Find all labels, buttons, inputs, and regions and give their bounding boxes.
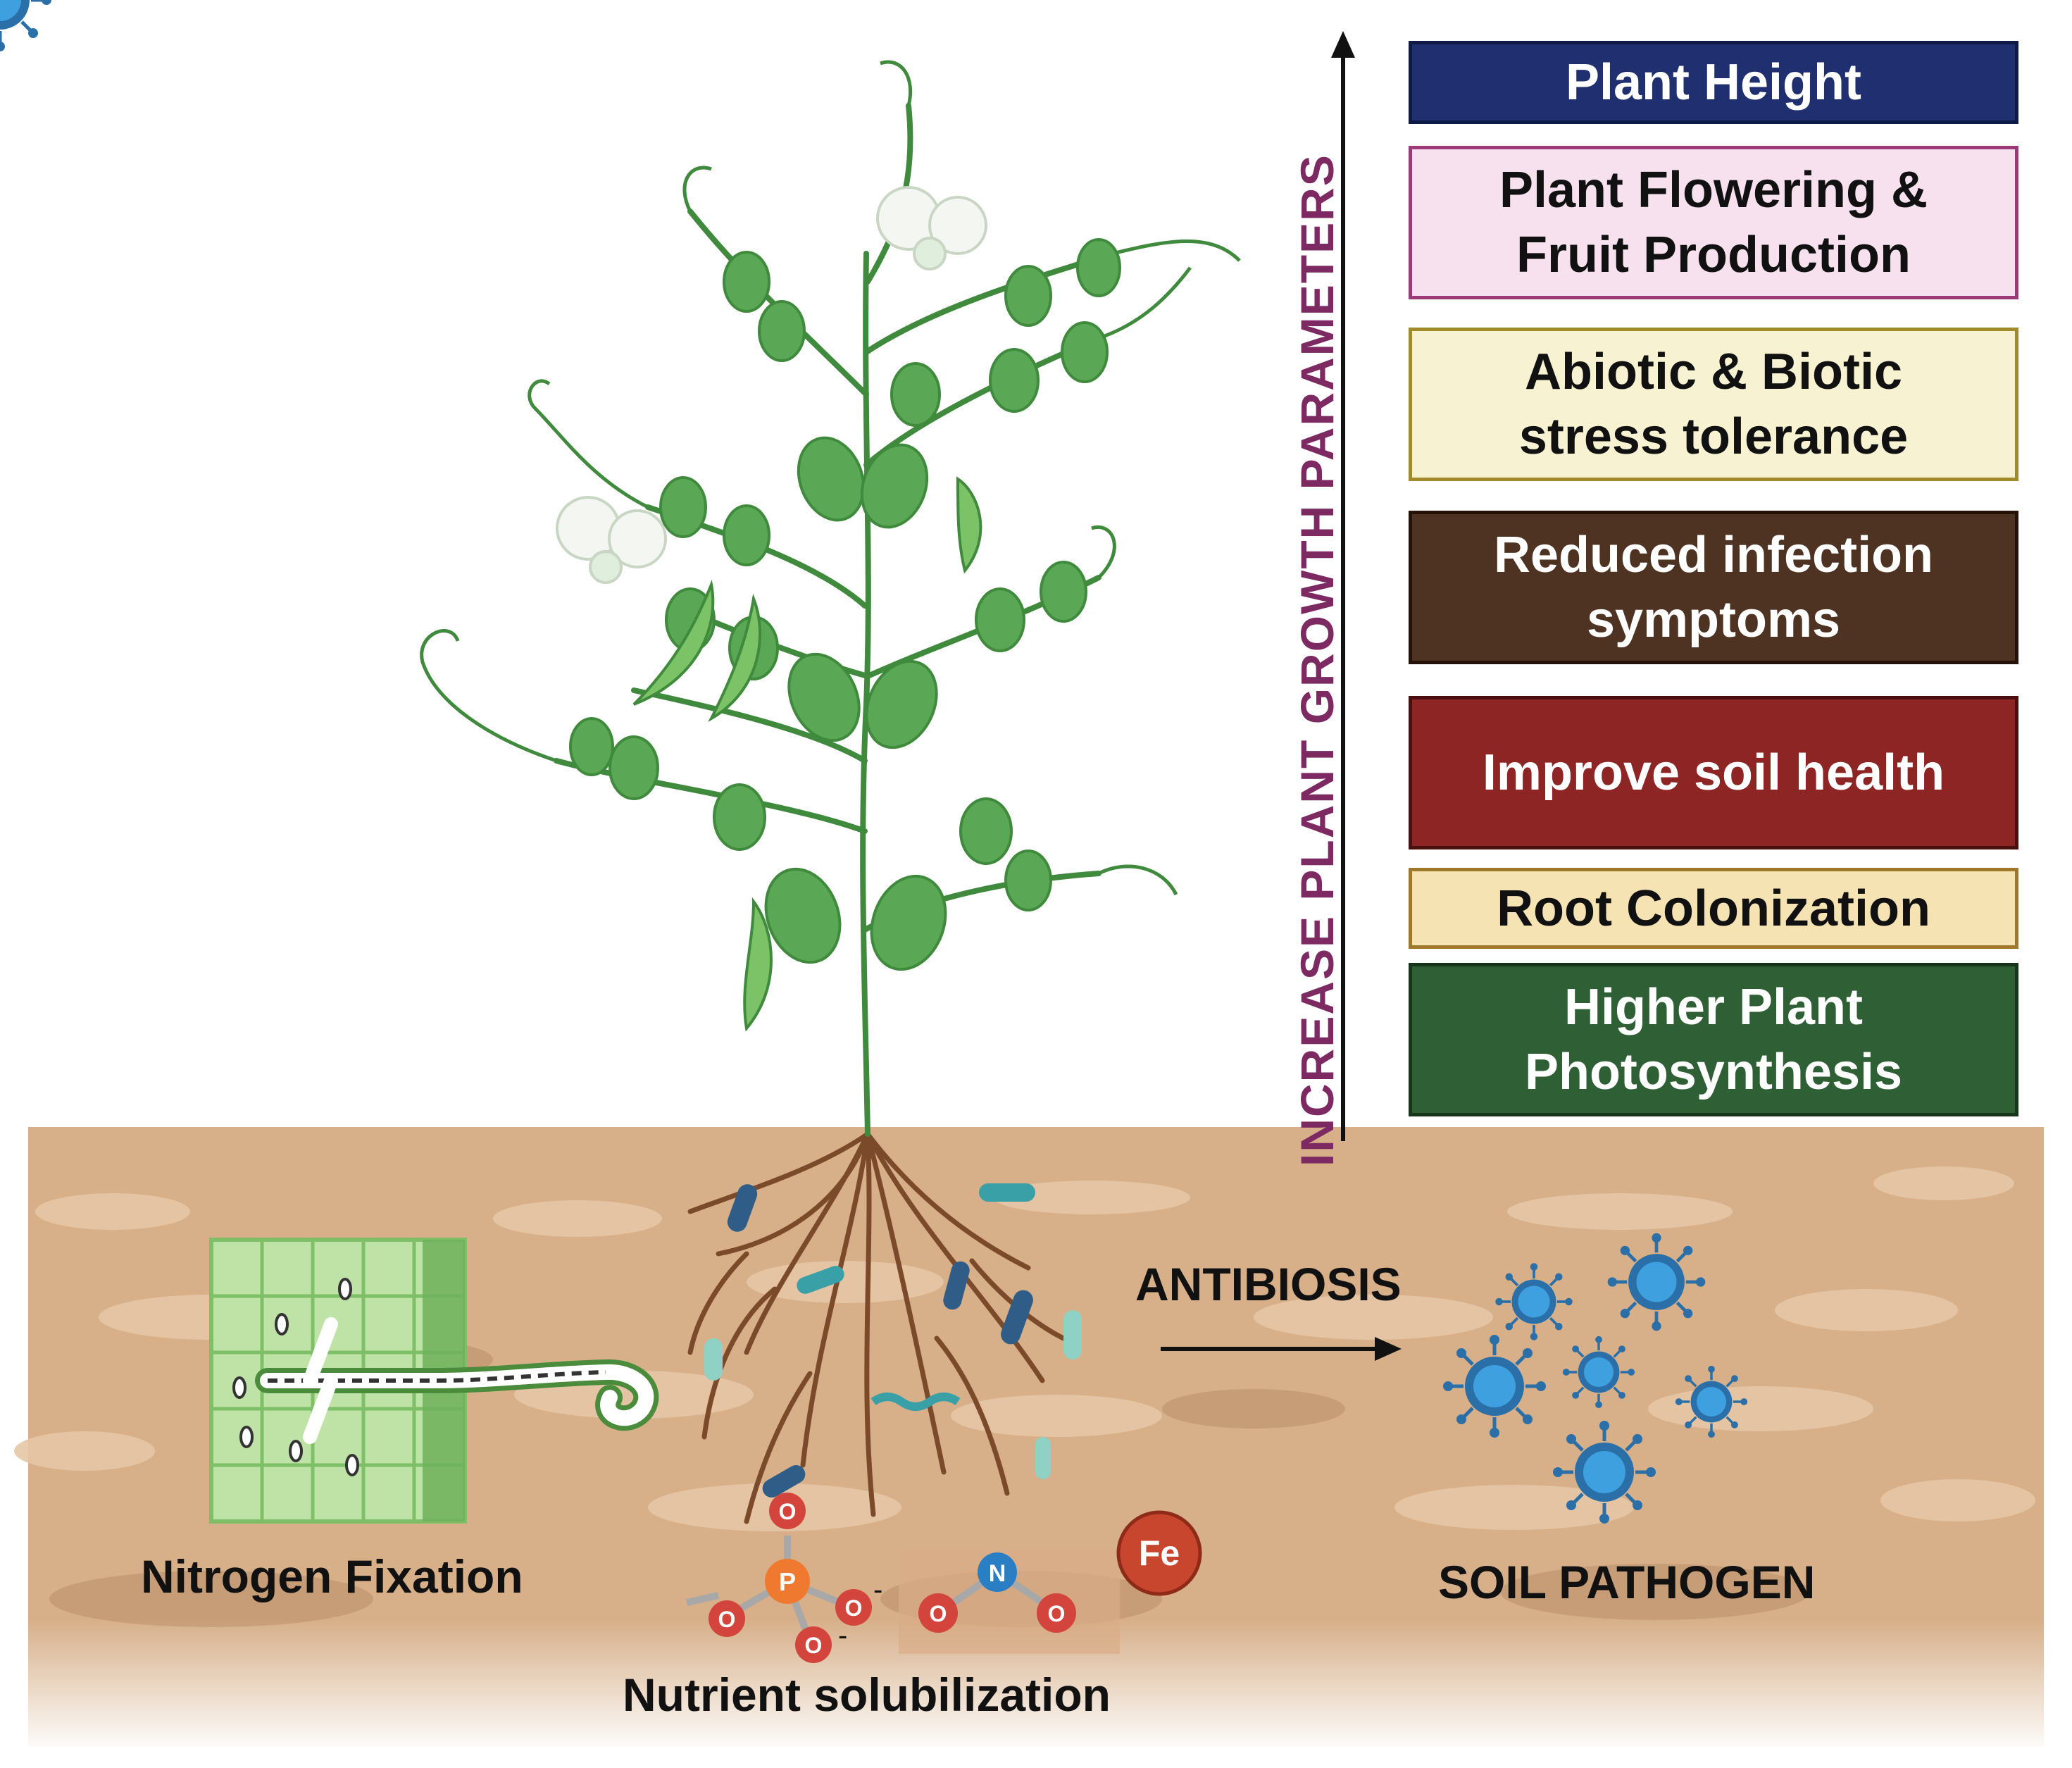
oxygen-symbol: O [805, 1633, 823, 1658]
tendrils [420, 60, 1241, 896]
param-box-root-colonization: Root Colonization [1409, 868, 2018, 949]
soil-pathogens [0, 0, 1749, 1524]
param-box-soil-health: Improve soil health [1409, 696, 2018, 849]
growth-arrow [1331, 31, 1355, 1141]
label-antibiosis: ANTIBIOSIS [1135, 1258, 1402, 1310]
charge-symbol: - [838, 1620, 847, 1651]
nitrogen-symbol: N [989, 1560, 1006, 1587]
oxygen-symbol: O [930, 1601, 947, 1626]
label-nitrogen-fixation: Nitrogen Fixation [141, 1550, 523, 1602]
phosphorus-symbol: P [779, 1567, 796, 1596]
nutrient-molecules: O P O O O - - N O O [685, 1493, 1202, 1663]
antibiosis-arrow [1161, 1337, 1402, 1361]
param-box-flowering: Plant Flowering & Fruit Production [1409, 146, 2018, 299]
rhizobacteria [704, 1183, 1082, 1498]
charge-symbol: - [873, 1574, 882, 1605]
oxygen-symbol: O [845, 1595, 863, 1621]
param-box-photosynthesis: Higher Plant Photosynthesis [1409, 963, 2018, 1116]
plant-roots [687, 1131, 1066, 1524]
plant-shoot [554, 103, 1116, 1137]
param-box-reduced-infection: Reduced infection symptoms [1409, 511, 2018, 664]
oxygen-symbol: O [1048, 1601, 1066, 1626]
flowers [556, 186, 987, 584]
oxygen-symbol: O [779, 1499, 797, 1524]
label-soil-pathogen: SOIL PATHOGEN [1438, 1556, 1816, 1608]
root-nodule-cells [209, 1238, 659, 1524]
param-box-stress-tolerance: Abiotic & Biotic stress tolerance [1409, 328, 2018, 481]
label-nutrient-solubilization: Nutrient solubilization [623, 1669, 1111, 1721]
leaves [569, 238, 1121, 971]
pea-pods [632, 476, 982, 1032]
iron-symbol: Fe [1139, 1533, 1180, 1573]
oxygen-symbol: O [718, 1607, 736, 1632]
axis-label-growth-parameters: INCREASE PLANT GROWTH PARAMETERS [1291, 154, 1343, 1166]
param-box-plant-height: Plant Height [1409, 41, 2018, 124]
